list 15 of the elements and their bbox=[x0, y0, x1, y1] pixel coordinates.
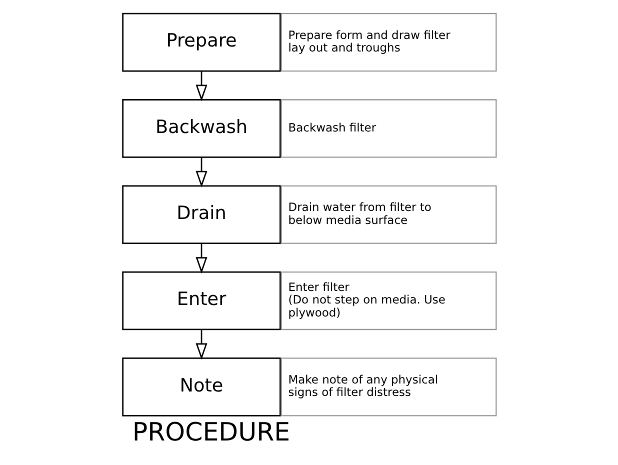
node-box: Prepare form and draw filter lay out and troughs bbox=[280, 12, 496, 72]
arrow bbox=[195, 70, 207, 101]
node-box: Enter bbox=[122, 270, 280, 330]
node-box: Make note of any physical signs of filter distress bbox=[280, 357, 496, 416]
arrow bbox=[195, 329, 207, 360]
node-box: Backwash bbox=[122, 98, 280, 158]
arrow bbox=[195, 243, 207, 274]
diagram-title: PROCEDURE bbox=[132, 416, 290, 446]
node-box: Note bbox=[122, 357, 280, 416]
node-box: Drain bbox=[122, 184, 280, 244]
node-box: Enter filter (Do not step on media. Use plywood) bbox=[280, 270, 496, 330]
node-box: Prepare bbox=[122, 12, 280, 72]
node-box: Drain water from filter to below media surface bbox=[280, 184, 496, 244]
arrow bbox=[195, 157, 207, 187]
node-box: Backwash filter bbox=[280, 98, 496, 158]
